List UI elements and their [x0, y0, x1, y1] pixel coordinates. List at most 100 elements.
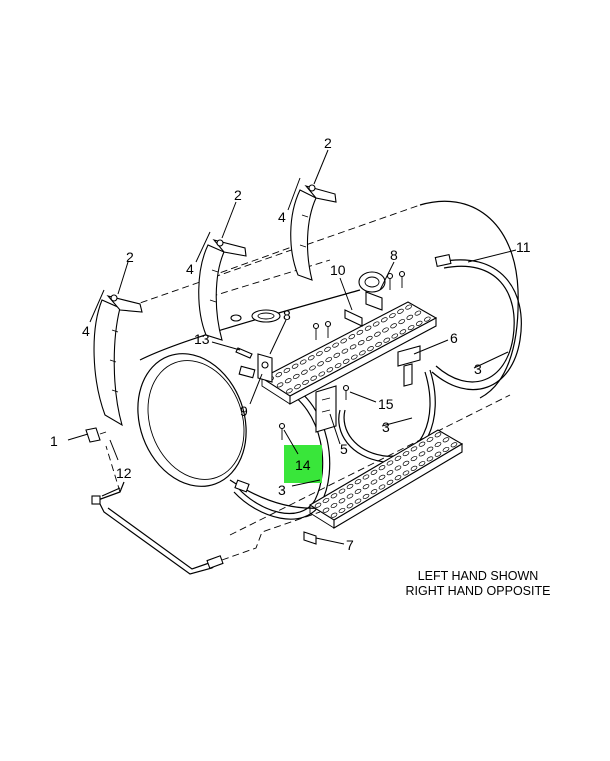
callout-11: 11: [516, 239, 531, 255]
tread-hole: [310, 375, 317, 381]
tread-hole: [386, 470, 394, 476]
bolts: [235, 270, 406, 545]
upper-step: [260, 301, 438, 405]
callout-2-middle: 2: [234, 187, 242, 203]
tread-hole: [338, 507, 346, 514]
tread-hole: [402, 460, 410, 466]
mounting-bracket-front: [93, 294, 143, 427]
tread-hole: [354, 488, 362, 494]
step-support-5: [315, 385, 337, 433]
step-bracket-10: [344, 309, 363, 327]
tread-hole: [442, 446, 450, 453]
tread-hole: [374, 331, 381, 337]
tread-hole: [322, 497, 330, 504]
callout-3-middle: 3: [382, 419, 390, 435]
tank-strap-rear: [431, 253, 522, 391]
tread-hole: [362, 484, 370, 490]
callout-13: 13: [194, 331, 210, 347]
mounting-bracket-middle: [198, 239, 247, 341]
callout-10: 10: [330, 262, 346, 278]
highlight-box-item-14[interactable]: [284, 445, 322, 483]
tread-hole: [317, 361, 324, 367]
tread-hole: [406, 314, 414, 320]
tread-hole: [333, 352, 341, 358]
tread-hole: [378, 474, 386, 480]
tread-hole: [382, 327, 389, 333]
tread-hole: [418, 451, 426, 457]
tread-hole: [314, 502, 322, 508]
tread-hole: [378, 484, 386, 490]
tread-hole: [383, 337, 390, 343]
tread-hole: [414, 310, 422, 316]
tread-hole: [407, 325, 415, 331]
tread-hole: [283, 367, 291, 373]
tread-hole: [390, 323, 397, 329]
tread-hole: [394, 455, 402, 461]
tread-hole: [399, 329, 407, 335]
tread-hole: [302, 379, 309, 385]
tread-hole: [334, 363, 342, 369]
tread-hole: [326, 367, 334, 373]
tread-hole: [394, 475, 402, 481]
mounting-bracket-rear: [290, 184, 337, 281]
tread-hole: [299, 359, 307, 365]
tread-hole: [402, 451, 410, 457]
tread-hole: [338, 488, 346, 494]
tread-hole: [434, 451, 442, 457]
tread-hole: [346, 483, 354, 489]
callout-14: 14: [295, 457, 311, 473]
tread-hole: [330, 493, 338, 499]
callout-6: 6: [450, 330, 458, 346]
fuel-cap-icon: [251, 309, 281, 323]
spring-13: [235, 347, 253, 359]
tread-hole: [366, 335, 373, 341]
tread-hole: [434, 432, 442, 438]
tread-hole: [415, 320, 423, 326]
callout-2-front: 2: [126, 249, 134, 265]
callout-3-rear: 3: [474, 361, 482, 377]
tread-hole: [426, 446, 434, 452]
tread-hole: [381, 317, 388, 323]
tread-hole: [362, 474, 370, 480]
tread-hole: [450, 442, 458, 448]
tread-hole: [318, 371, 326, 377]
tread-hole: [442, 437, 450, 443]
tread-hole: [394, 465, 402, 471]
tread-hole: [284, 378, 292, 384]
callout-9: 9: [240, 403, 248, 419]
tread-hole: [375, 341, 382, 347]
tread-hole: [397, 308, 404, 314]
tread-hole: [372, 321, 380, 327]
note-line-2: RIGHT HAND OPPOSITE: [406, 584, 551, 598]
tread-hole: [308, 355, 315, 361]
tread-hole: [324, 346, 331, 352]
tread-hole: [354, 479, 362, 485]
tread-hole: [349, 344, 357, 350]
callout-4-rear: 4: [278, 209, 286, 225]
tread-hole: [391, 333, 399, 339]
tread-hole: [322, 507, 330, 513]
callout-8-front: 8: [283, 307, 291, 323]
tread-hole: [356, 329, 364, 335]
fuel-tank: [119, 200, 519, 536]
tread-hole: [330, 512, 338, 518]
tread-hole: [370, 479, 378, 485]
tread-hole: [301, 369, 308, 375]
tread-hole: [405, 304, 412, 310]
tread-hole: [370, 489, 378, 495]
fuel-line: [91, 445, 321, 575]
lower-step: [308, 429, 464, 529]
callout-4-middle: 4: [186, 261, 194, 277]
tread-hole: [426, 436, 434, 443]
step-bracket-8-rear: [358, 271, 386, 311]
tread-hole: [346, 503, 354, 509]
bracket-7: [303, 531, 317, 545]
callout-7: 7: [346, 537, 354, 553]
tread-hole: [402, 470, 410, 476]
tread-hole: [341, 348, 349, 354]
leader-lines: [67, 149, 517, 545]
tread-hole: [386, 460, 394, 466]
tread-hole: [348, 334, 356, 340]
tread-hole: [293, 373, 300, 379]
